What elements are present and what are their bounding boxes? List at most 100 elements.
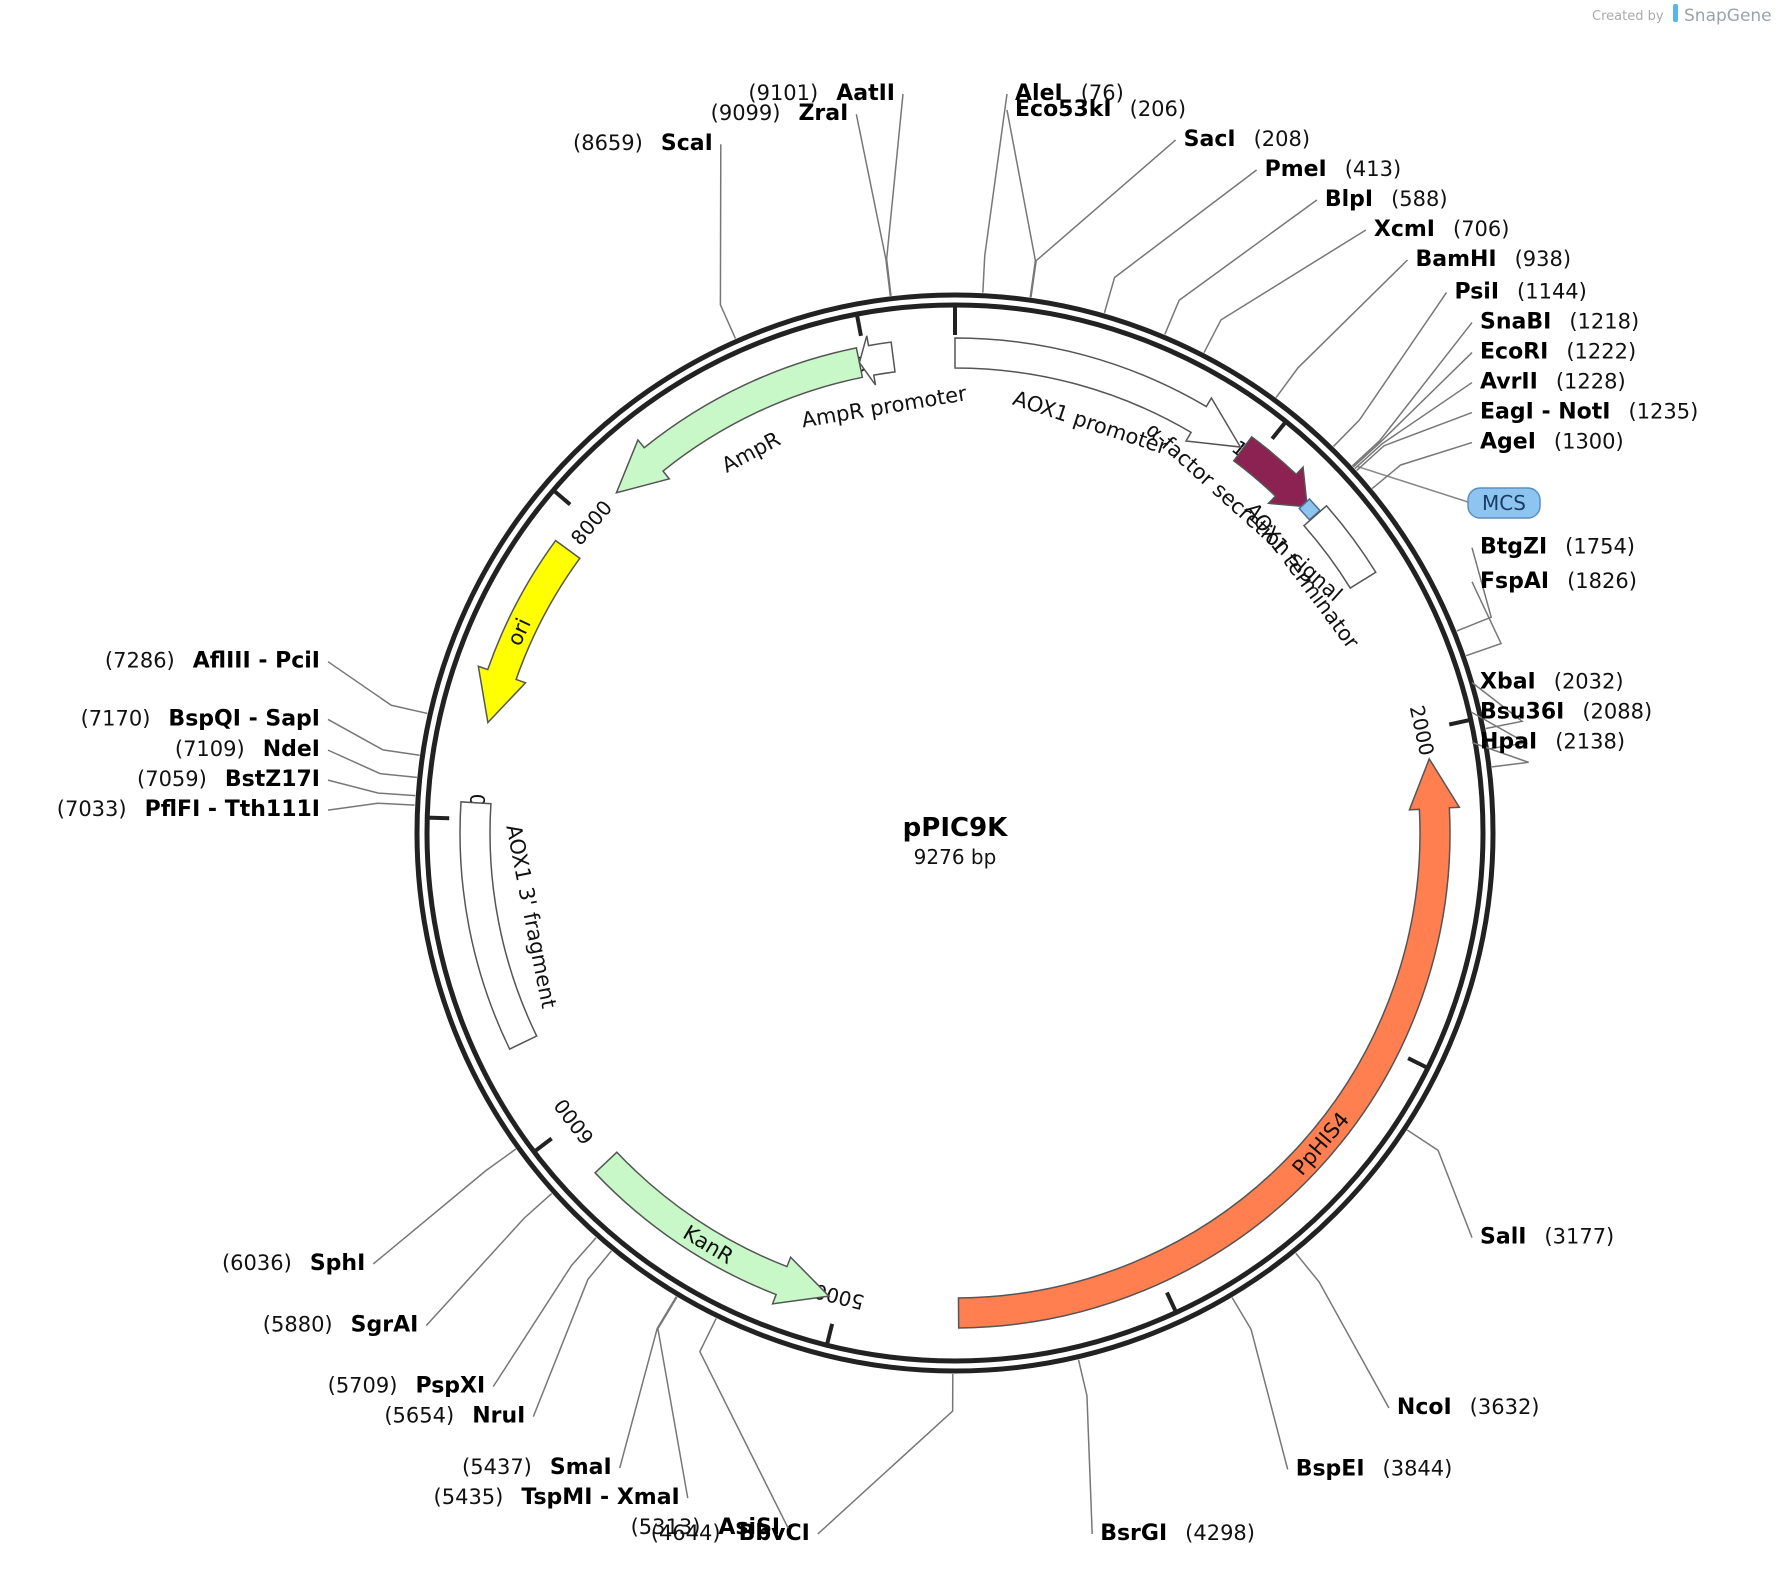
restriction-site: (7109)NdeI bbox=[175, 737, 417, 779]
feature-aox1-promoter bbox=[954, 337, 1242, 448]
restriction-site: (7170)BspQI - SapI bbox=[81, 706, 420, 756]
restriction-site: (5654) NruI bbox=[384, 1250, 612, 1429]
site-leader bbox=[1406, 1129, 1473, 1238]
site-label: Eco53kI(206) bbox=[1015, 97, 1186, 122]
site-position: (208) bbox=[1254, 127, 1310, 151]
site-position: (7170) bbox=[81, 706, 151, 730]
site-label: (5880)SgrAI bbox=[263, 1313, 419, 1338]
snapgene-logo-icon bbox=[1673, 4, 1678, 22]
site-label: BlpI (588) bbox=[1325, 187, 1448, 212]
site-name: Bsu36I bbox=[1480, 700, 1564, 725]
site-name: AatII bbox=[836, 81, 895, 106]
site-label: XcmI (706) bbox=[1374, 217, 1510, 242]
site-leader bbox=[1231, 1297, 1289, 1470]
site-leader bbox=[1371, 441, 1473, 490]
site-leader bbox=[1352, 352, 1473, 468]
site-label: BspEI(3844) bbox=[1296, 1456, 1453, 1481]
site-name: BtgZI bbox=[1480, 535, 1547, 560]
site-label: (5654) NruI bbox=[384, 1404, 525, 1429]
site-position: (2138) bbox=[1555, 730, 1625, 754]
site-name: SphI bbox=[310, 1251, 365, 1276]
restriction-site: (9101) AatII bbox=[748, 81, 904, 296]
site-leader bbox=[885, 93, 904, 296]
site-name: XcmI bbox=[1374, 217, 1435, 242]
feature-label-ampr: AmpR bbox=[718, 427, 785, 478]
restriction-site: (7059)BstZ17I bbox=[137, 767, 416, 797]
site-position: (1144) bbox=[1517, 280, 1587, 304]
site-leader bbox=[1471, 741, 1529, 768]
tick-label: 6000 bbox=[549, 1094, 599, 1149]
site-leader bbox=[1465, 581, 1503, 657]
restriction-site: FspAI(1826) bbox=[1465, 569, 1637, 657]
site-leader bbox=[657, 1296, 689, 1499]
restriction-site: EcoRI(1222) bbox=[1352, 340, 1636, 468]
site-position: (1235) bbox=[1629, 400, 1699, 424]
mcs-badge-label: MCS bbox=[1482, 491, 1526, 515]
restriction-site: BamHI(938) bbox=[1275, 247, 1571, 399]
site-label: BsrGI(4298) bbox=[1100, 1521, 1255, 1546]
site-name: BlpI bbox=[1325, 187, 1373, 212]
plasmid-center-label: pPIC9K 9276 bp bbox=[903, 813, 1009, 869]
site-position: (3632) bbox=[1470, 1395, 1540, 1419]
site-name: SgrAI bbox=[351, 1313, 419, 1338]
site-name: NcoI bbox=[1397, 1395, 1452, 1420]
tick-label: 8000 bbox=[566, 496, 617, 550]
restriction-sites-layer: AleI(76)Eco53kI(206)SacI(208)PmeI(413)Bl… bbox=[57, 81, 1699, 1546]
site-label: (7059)BstZ17I bbox=[137, 767, 320, 792]
restriction-site: PsiI(1144) bbox=[1332, 280, 1587, 447]
site-name: BamHI bbox=[1415, 247, 1496, 272]
site-label: SalI (3177) bbox=[1480, 1225, 1614, 1250]
site-leader bbox=[1356, 411, 1473, 472]
feature-label-pphis4: PpHIS4 bbox=[1288, 1108, 1355, 1180]
site-position: (9099) bbox=[711, 101, 781, 125]
site-label: HpaI(2138) bbox=[1480, 730, 1625, 755]
site-position: (1222) bbox=[1566, 340, 1636, 364]
site-leader bbox=[1295, 1252, 1390, 1409]
site-name: AsiSI bbox=[718, 1515, 780, 1540]
site-position: (5654) bbox=[384, 1404, 454, 1428]
site-position: (7286) bbox=[105, 649, 175, 673]
site-leader bbox=[327, 802, 415, 811]
site-label: AvrII(1228) bbox=[1480, 370, 1626, 395]
site-name: TspMI - XmaI bbox=[521, 1485, 679, 1510]
site-leader bbox=[1006, 109, 1037, 298]
site-name: ScaI bbox=[661, 131, 713, 156]
site-position: (5709) bbox=[328, 1374, 398, 1398]
site-leader bbox=[699, 1318, 789, 1529]
site-position: (8659) bbox=[573, 131, 643, 155]
restriction-site: SacI(208) bbox=[1030, 127, 1310, 298]
site-position: (1218) bbox=[1569, 310, 1639, 334]
credit-label: Created by bbox=[1592, 9, 1664, 24]
tick-mark bbox=[824, 1323, 835, 1346]
site-position: (3177) bbox=[1544, 1225, 1614, 1249]
tick-mark bbox=[1407, 1056, 1429, 1070]
site-position: (2032) bbox=[1554, 670, 1624, 694]
restriction-site: BsrGI(4298) bbox=[1077, 1359, 1255, 1546]
feature-aox1-3-fragment bbox=[459, 801, 538, 1051]
site-position: (206) bbox=[1130, 97, 1186, 121]
site-name: EagI - NotI bbox=[1480, 400, 1611, 425]
site-name: SalI bbox=[1480, 1225, 1526, 1250]
restriction-site: PmeI(413) bbox=[1103, 157, 1401, 314]
restriction-site: (5880)SgrAI bbox=[263, 1193, 553, 1338]
site-position: (706) bbox=[1453, 217, 1509, 241]
restriction-site: (7033)PflFI - Tth111I bbox=[57, 797, 415, 822]
site-name: PspXI bbox=[415, 1374, 485, 1399]
site-label: (5709) PspXI bbox=[328, 1374, 486, 1399]
site-leader bbox=[1471, 711, 1529, 750]
site-label: XbaI(2032) bbox=[1480, 670, 1624, 695]
site-label: (9099)ZraI bbox=[711, 101, 849, 126]
site-position: (5313) bbox=[631, 1515, 701, 1539]
site-name: NruI bbox=[472, 1404, 525, 1429]
tick-mark bbox=[1270, 420, 1288, 440]
site-label: BamHI(938) bbox=[1415, 247, 1571, 272]
site-position: (9101) bbox=[748, 81, 818, 105]
restriction-site: XcmI (706) bbox=[1203, 217, 1510, 354]
feature-ori bbox=[477, 539, 581, 725]
site-position: (4298) bbox=[1185, 1521, 1255, 1545]
site-position: (588) bbox=[1391, 187, 1447, 211]
site-label: (9101) AatII bbox=[748, 81, 895, 106]
site-leader bbox=[327, 749, 417, 779]
restriction-site: SnaBI(1218) bbox=[1351, 310, 1639, 467]
